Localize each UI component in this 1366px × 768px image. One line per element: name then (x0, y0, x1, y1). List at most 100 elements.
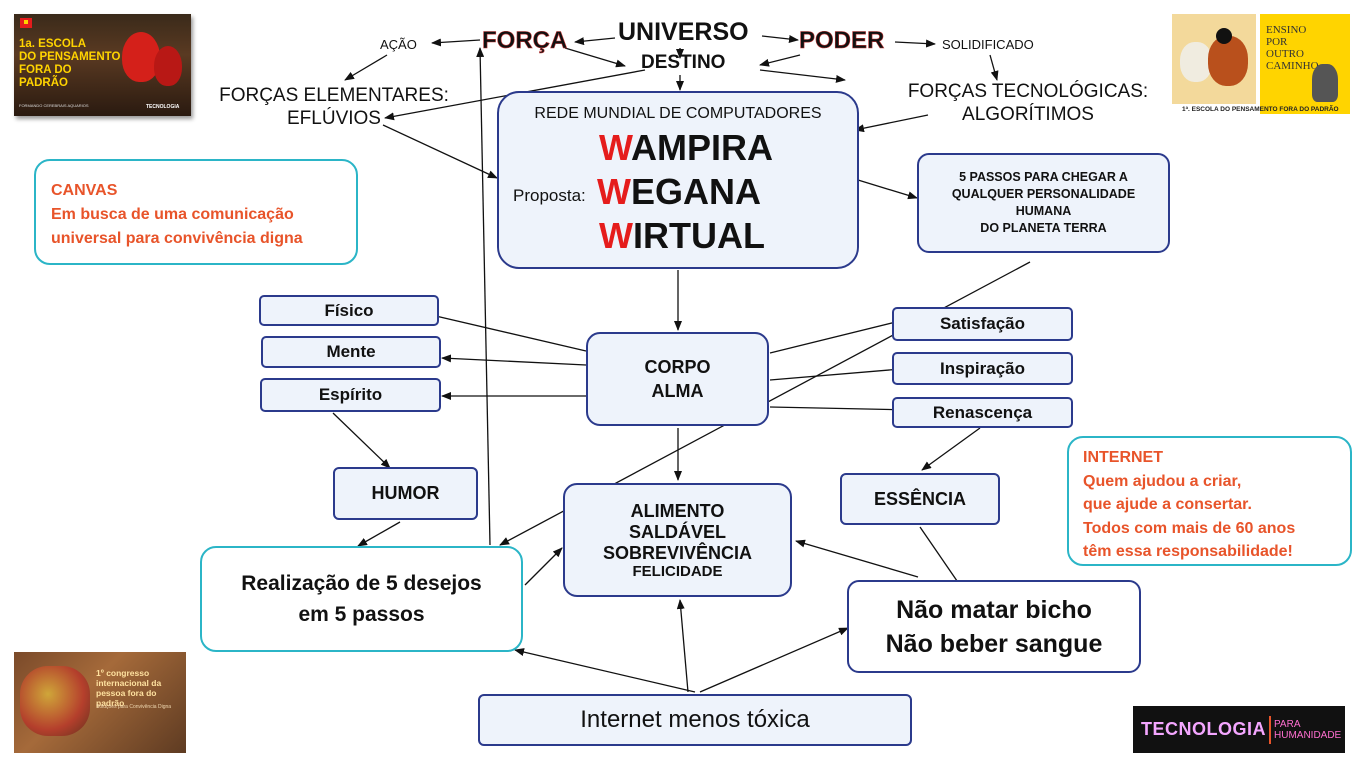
balloon-icon-2 (154, 46, 182, 86)
arrow-realizacao-alimento (524, 547, 563, 586)
wirtual-word: WIRTUAL (599, 215, 765, 257)
alimento-line: FELICIDADE (632, 563, 723, 580)
inspiracao-box: Inspiração (892, 352, 1073, 385)
destino-label: DESTINO (641, 52, 726, 73)
arrow-forca-destino (564, 47, 626, 68)
logo-congresso-bottomleft: 1º congresso internacional da pessoa for… (14, 652, 186, 753)
canvas-line: universal para convivência digna (51, 230, 303, 247)
flag-icon (20, 18, 32, 28)
cinco-passos-line: DO PLANETA TERRA (980, 221, 1107, 235)
book-line: OUTRO (1266, 48, 1304, 60)
word-rest: IRTUAL (632, 215, 765, 256)
forcas-elementares-line: EFLÚVIOS (287, 108, 381, 129)
arrow-rede-5passos (857, 179, 918, 200)
rede-mundial-box: REDE MUNDIAL DE COMPUTADORES WAMPIRA Pro… (497, 91, 859, 269)
logo-escola-topleft: 1a. ESCOLA DO PENSAMENTO FORA DO PADRÃO … (14, 14, 191, 116)
logo-tecnologia-bottomright: TECNOLOGIA PARA HUMANIDADE (1133, 706, 1345, 753)
essencia-box: ESSÊNCIA (840, 473, 1000, 525)
solidificado-label: SOLIDIFICADO (942, 37, 1034, 52)
canvas-line: Em busca de uma comunicação (51, 206, 294, 223)
arrow-humor-realizacao (357, 521, 401, 547)
logo-line: DO PENSAMENTO (19, 51, 121, 63)
alimento-line: SOBREVIVÊNCIA (602, 543, 753, 563)
rede-title: REDE MUNDIAL DE COMPUTADORES (534, 105, 822, 122)
world-map-icon (20, 666, 90, 736)
book-line: CAMINHO (1266, 60, 1319, 72)
black-sheep-icon (1208, 36, 1248, 86)
alma-label: ALMA (651, 381, 704, 401)
espirito-box: Espírito (260, 378, 441, 412)
acao-label: AÇÃO (380, 37, 417, 52)
logo-small-text: FORMANDO CEREBRAIS AQUARIOS (19, 103, 89, 108)
arrow-solidificado-tec (989, 54, 999, 81)
arrow-poder-destino (759, 54, 801, 67)
internet-note: INTERNET Quem ajudou a criar, que ajude … (1067, 436, 1352, 566)
alimento-line: SALDÁVEL (628, 522, 726, 542)
forcas-elementares-line: FORÇAS ELEMENTARES: (219, 85, 449, 106)
arrow-destino-right (759, 69, 846, 83)
alimento-line: ALIMENTO (630, 501, 725, 521)
humanidade-text: HUMANIDADE (1274, 729, 1342, 741)
word-rest: EGANA (630, 171, 761, 212)
internet-line: que ajude a consertar. (1083, 496, 1252, 513)
arrow-internet-alimento (676, 599, 689, 693)
forcas-tecnologicas-line: ALGORÍTIMOS (962, 104, 1094, 125)
canvas-title: CANVAS (51, 182, 118, 199)
mente-box: Mente (261, 336, 441, 368)
congresso-line: pessoa fora do padrão (96, 688, 157, 708)
arrow-internet-naomatar (699, 627, 849, 693)
arrow-espirito-humor (332, 412, 391, 469)
cinco-passos-box: 5 PASSOS PARA CHEGAR A QUALQUER PERSONAL… (917, 153, 1170, 253)
arrow-universo-forca (574, 37, 616, 46)
logo-tag: TECNOLOGIA (146, 104, 180, 110)
nao-beber-line: Não beber sangue (885, 629, 1103, 658)
forca-label: FORÇA (482, 27, 568, 55)
arrow-corpo-mente (441, 354, 587, 366)
arrow-elementares-rede (382, 124, 498, 179)
arrow-corpo-renascenca (769, 405, 913, 414)
tecnologia-text: TECNOLOGIA (1141, 719, 1266, 739)
nao-matar-line: Não matar bicho (896, 595, 1092, 624)
satisfacao-box: Satisfação (892, 307, 1073, 341)
sheep-image (1172, 14, 1256, 104)
proposta-label: Proposta: (513, 186, 586, 205)
arrow-internet-realizacao (514, 648, 696, 693)
arrow-naomatar-alimento (795, 539, 919, 578)
forcas-elementares-label: FORÇAS ELEMENTARES: EFLÚVIOS (212, 84, 456, 130)
w-letter: W (599, 127, 631, 168)
wegana-word: WEGANA (597, 171, 761, 213)
internet-line: têm essa responsabilidade! (1083, 543, 1293, 560)
logo-line: PADRÃO (19, 77, 68, 89)
arrow-poder-solidificado (894, 39, 936, 48)
wampira-word: WAMPIRA (599, 127, 773, 169)
book-line: ENSINO (1266, 24, 1307, 36)
book-line: POR (1266, 36, 1288, 48)
humor-box: HUMOR (333, 467, 478, 520)
para-text: PARA (1274, 718, 1301, 730)
logo-divider (1269, 715, 1271, 744)
internet-line: Quem ajudou a criar, (1083, 472, 1242, 490)
fisico-box: Físico (259, 295, 439, 326)
forcas-tecnologicas-line: FORÇAS TECNOLÓGICAS: (907, 81, 1149, 102)
renascenca-box: Renascença (892, 397, 1073, 428)
arrow-corpo-satisfacao (769, 316, 913, 354)
w-letter: W (597, 171, 631, 212)
congresso-line: 1º congresso (96, 668, 150, 678)
alimento-box: ALIMENTO SALDÁVEL SOBREVIVÊNCIA FELICIDA… (563, 483, 792, 597)
arrow-realizacao-forca (476, 47, 491, 546)
congresso-line: internacional da (96, 678, 162, 688)
arrow-acao-elementares (344, 54, 388, 81)
forcas-tecnologicas-label: FORÇAS TECNOLÓGICAS: ALGORÍTIMOS (900, 80, 1156, 126)
logo-ensino-topright: ENSINO POR OUTRO CAMINHO 1ª. ESCOLA DO P… (1172, 14, 1350, 118)
internet-title: INTERNET (1083, 449, 1163, 466)
internet-menos-toxica-box: Internet menos tóxica (478, 694, 912, 746)
logo-line: FORA DO (19, 64, 72, 76)
sheep-icon (1180, 42, 1212, 82)
book-cover: ENSINO POR OUTRO CAMINHO (1260, 14, 1350, 114)
logo-caption: 1ª. ESCOLA DO PENSAMENTO FORA DO PADRÃO (1182, 106, 1339, 113)
poder-label: PODER (799, 27, 885, 55)
corpo-label: CORPO (644, 357, 711, 377)
balloon-icon (122, 32, 160, 82)
canvas-note: CANVAS Em busca de uma comunicação unive… (34, 159, 358, 265)
arrow-universo-poder (761, 35, 799, 43)
